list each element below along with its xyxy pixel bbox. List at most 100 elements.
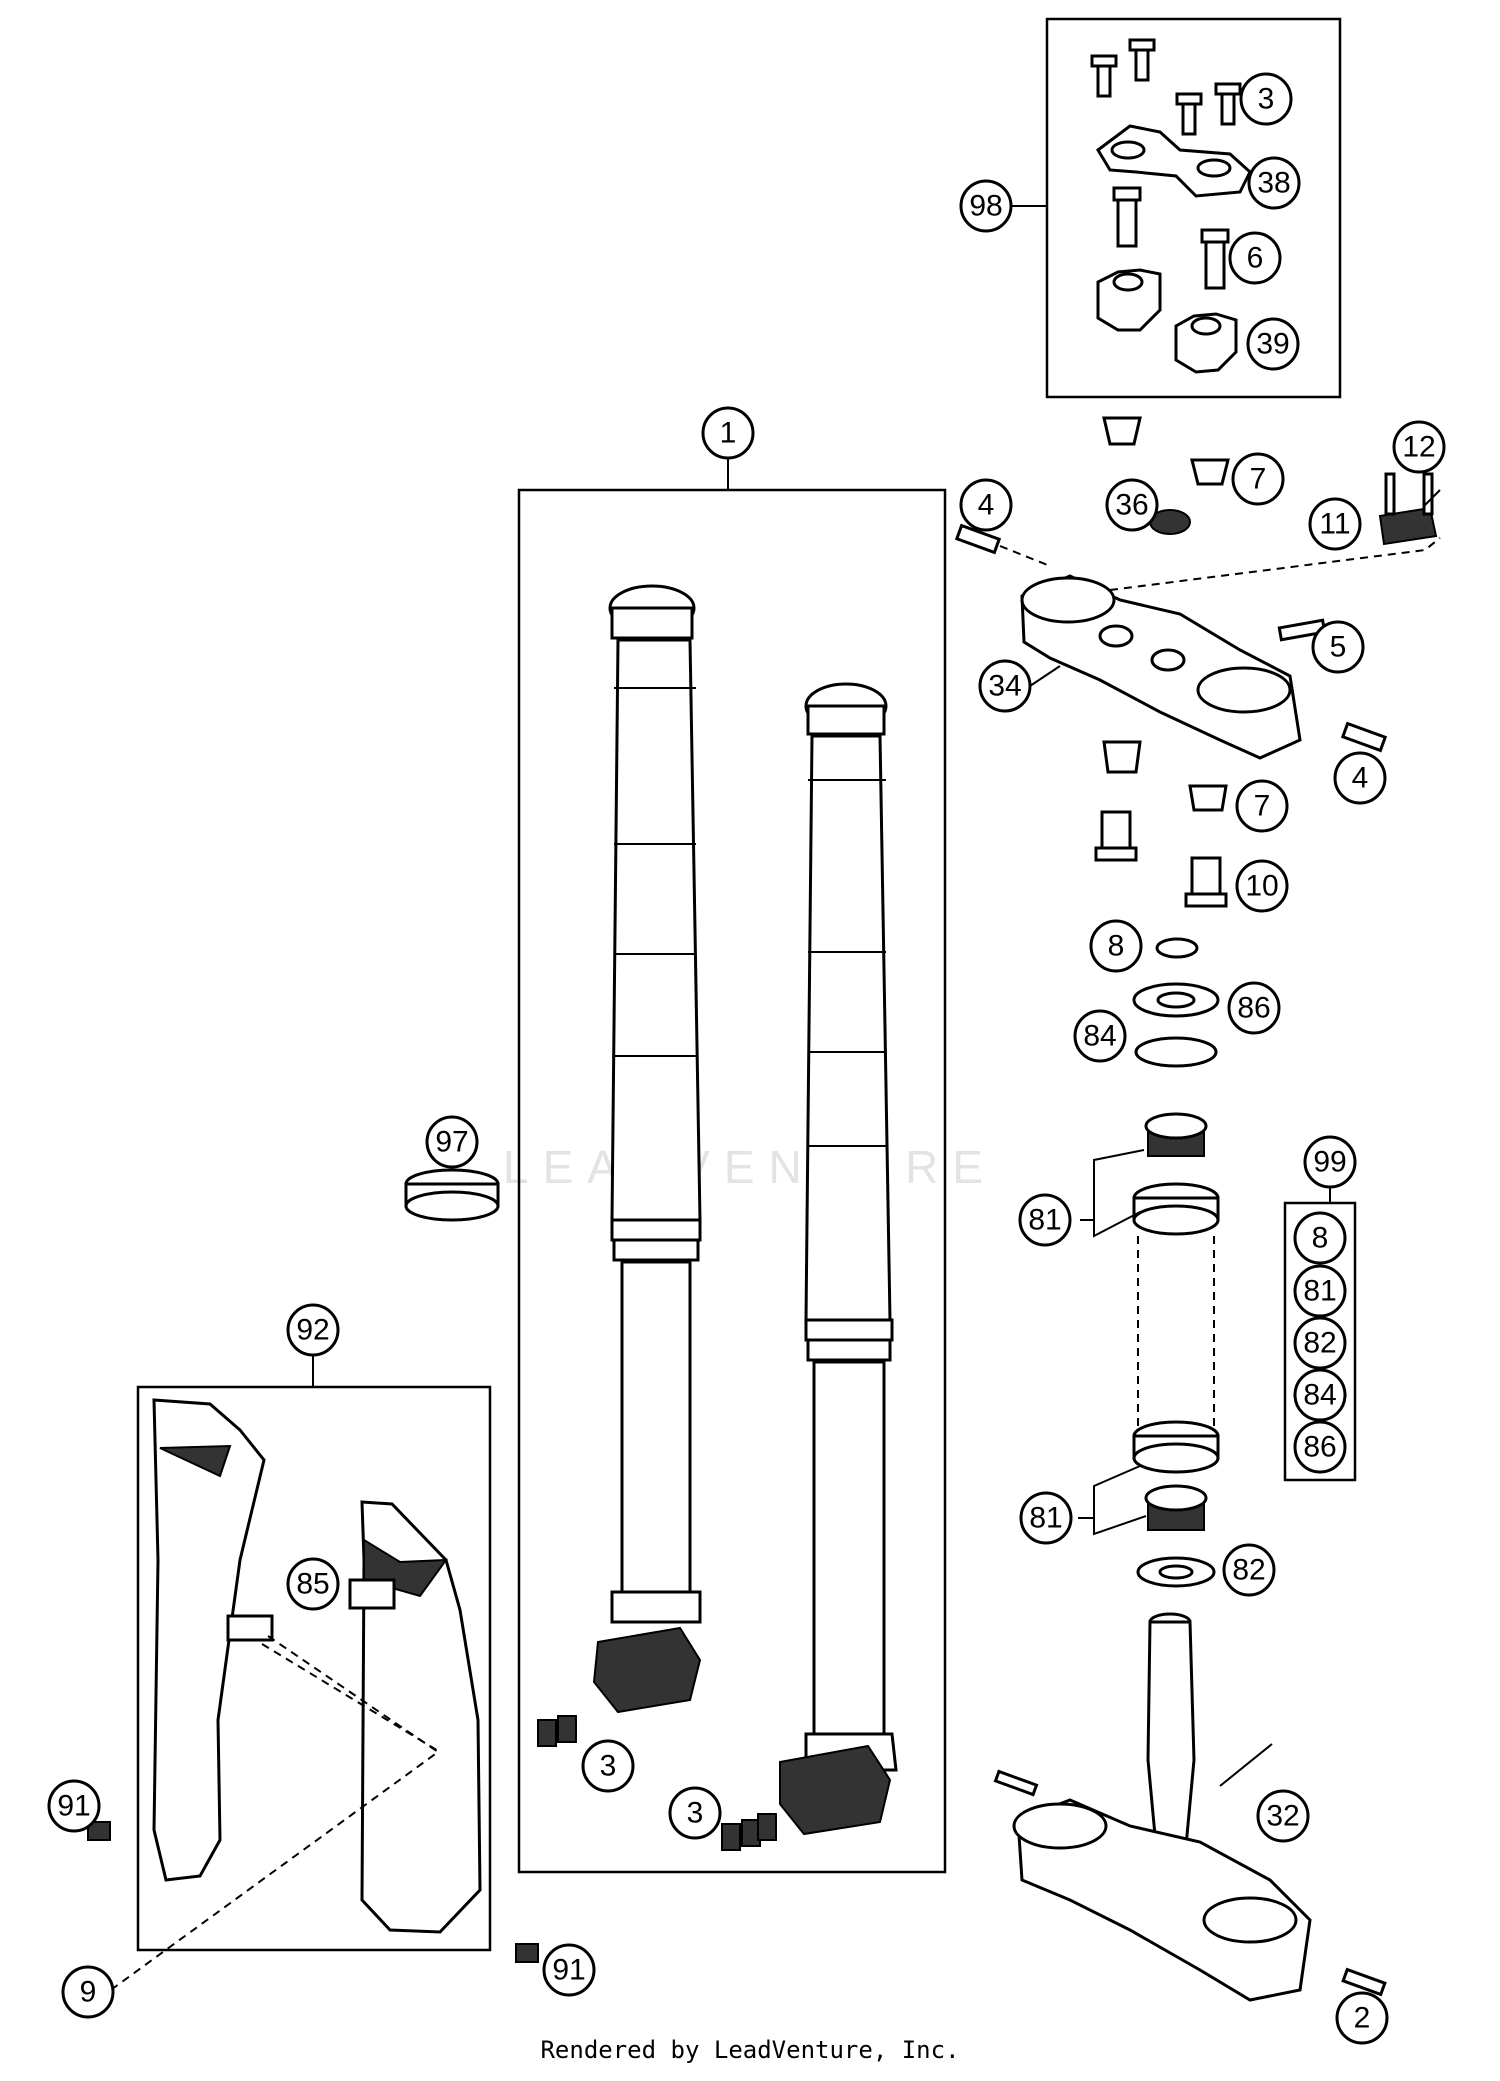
bolt-part <box>993 1769 1039 1797</box>
bolt-part <box>954 523 1388 753</box>
callout-81-upper[interactable]: 81 <box>1018 1193 1072 1247</box>
upper-handlebar-clamp-part <box>1096 124 1252 198</box>
callout-84[interactable]: 84 <box>1073 1009 1127 1063</box>
callout-92[interactable]: 92 <box>286 1303 340 1357</box>
callout-36[interactable]: 36 <box>1105 478 1159 532</box>
assembly-line <box>261 1643 441 1753</box>
callout-4-upper[interactable]: 4 <box>959 478 1013 532</box>
bolt-part <box>1090 38 1242 136</box>
fork-assembly-box <box>517 488 947 1874</box>
callout-6[interactable]: 6 <box>1228 231 1282 285</box>
svg-text:12: 12 <box>1402 431 1435 464</box>
svg-text:7: 7 <box>1254 790 1271 823</box>
leader-lines <box>312 205 1441 1787</box>
o-ring-part <box>1155 937 1199 959</box>
callout-12[interactable]: 12 <box>1392 420 1446 474</box>
callout-84-kit[interactable]: 84 <box>1293 1368 1347 1422</box>
left-fork-protector-part <box>152 1398 266 1882</box>
lower-triple-clamp-part <box>1012 1798 1312 2002</box>
guard-ring-part <box>404 1168 500 1222</box>
callout-2[interactable]: 2 <box>1335 1991 1389 2045</box>
callout-39[interactable]: 39 <box>1246 317 1300 371</box>
callout-5[interactable]: 5 <box>1311 620 1365 674</box>
svg-text:34: 34 <box>988 670 1021 703</box>
callout-3-left[interactable]: 3 <box>581 1739 635 1793</box>
svg-text:36: 36 <box>1115 489 1148 522</box>
callout-38[interactable]: 38 <box>1247 156 1301 210</box>
callout-1[interactable]: 1 <box>701 406 755 460</box>
bushing-part <box>1102 416 1230 812</box>
svg-text:81: 81 <box>1303 1275 1336 1308</box>
callout-86[interactable]: 86 <box>1227 981 1281 1035</box>
svg-text:1: 1 <box>720 417 737 450</box>
callout-81-lower[interactable]: 81 <box>1019 1491 1073 1545</box>
callout-9[interactable]: 9 <box>61 1965 115 2019</box>
bearing-kit-box <box>1283 1201 1357 1482</box>
svg-text:38: 38 <box>1257 167 1290 200</box>
svg-text:92: 92 <box>296 1314 329 1347</box>
svg-text:4: 4 <box>978 489 995 522</box>
svg-text:7: 7 <box>1250 463 1267 496</box>
callout-3-kit[interactable]: 3 <box>1239 72 1293 126</box>
callout-32[interactable]: 32 <box>1256 1789 1310 1843</box>
svg-text:84: 84 <box>1303 1379 1336 1412</box>
render-credit: Rendered by LeadVenture, Inc. <box>540 2036 960 2064</box>
svg-text:3: 3 <box>600 1750 617 1783</box>
bracket-part <box>1378 472 1438 546</box>
callout-8[interactable]: 8 <box>1089 919 1143 973</box>
axle-clamp-bolts-right <box>721 1813 777 1851</box>
sleeve-part <box>1094 810 1228 908</box>
svg-text:3: 3 <box>1258 83 1275 116</box>
svg-text:81: 81 <box>1029 1502 1062 1535</box>
svg-text:8: 8 <box>1312 1222 1329 1255</box>
bearing-part <box>1132 1112 1220 1588</box>
callout-98[interactable]: 98 <box>959 179 1013 233</box>
svg-text:82: 82 <box>1303 1327 1336 1360</box>
callout-82-kit[interactable]: 82 <box>1293 1316 1347 1370</box>
callout-4-lower[interactable]: 4 <box>1333 751 1387 805</box>
svg-text:91: 91 <box>57 1790 90 1823</box>
svg-text:5: 5 <box>1330 631 1347 664</box>
callout-81-kit[interactable]: 81 <box>1293 1264 1347 1318</box>
callout-7-upper[interactable]: 7 <box>1231 452 1285 506</box>
svg-text:3: 3 <box>687 1797 704 1830</box>
protector-clip-part <box>226 1578 396 1642</box>
callout-34[interactable]: 34 <box>978 659 1032 713</box>
left-fork-leg-part <box>592 584 702 1714</box>
steering-stem-part <box>1146 1612 1196 1848</box>
right-fork-protector-part <box>360 1500 482 1934</box>
lower-handlebar-clamp-part <box>1096 268 1238 374</box>
protector-screw-part <box>87 1821 111 1841</box>
svg-text:32: 32 <box>1266 1800 1299 1833</box>
protector-screw-part <box>515 1943 539 1963</box>
callout-82[interactable]: 82 <box>1222 1543 1276 1597</box>
svg-text:85: 85 <box>296 1568 329 1601</box>
handlebar-clamp-kit-box <box>1045 17 1342 399</box>
svg-text:8: 8 <box>1108 930 1125 963</box>
callout-91-right[interactable]: 91 <box>542 1943 596 1997</box>
clamp-bolt-part <box>1112 186 1230 290</box>
assembly-line <box>107 1635 440 1993</box>
callout-7-lower[interactable]: 7 <box>1235 779 1289 833</box>
watermark-text: LEADVENTURE <box>503 1141 997 1193</box>
callout-97[interactable]: 97 <box>425 1115 479 1169</box>
svg-text:82: 82 <box>1232 1554 1265 1587</box>
bolt-part <box>1341 1967 1387 1997</box>
callout-10[interactable]: 10 <box>1235 859 1289 913</box>
callout-85[interactable]: 85 <box>286 1557 340 1611</box>
svg-text:99: 99 <box>1313 1146 1346 1179</box>
callout-11[interactable]: 11 <box>1308 497 1362 551</box>
callout-99[interactable]: 99 <box>1303 1135 1357 1189</box>
callout-86-kit[interactable]: 86 <box>1293 1420 1347 1474</box>
svg-text:9: 9 <box>80 1976 97 2009</box>
assembly-line <box>999 545 1051 567</box>
assembly-line <box>1109 537 1441 591</box>
callout-3-right[interactable]: 3 <box>668 1786 722 1840</box>
axle-clamp-bolts-left <box>537 1715 577 1747</box>
svg-text:86: 86 <box>1237 992 1270 1025</box>
callout-91-left[interactable]: 91 <box>47 1779 101 1833</box>
callout-8-kit[interactable]: 8 <box>1293 1211 1347 1265</box>
svg-text:91: 91 <box>552 1954 585 1987</box>
svg-text:11: 11 <box>1319 508 1350 541</box>
